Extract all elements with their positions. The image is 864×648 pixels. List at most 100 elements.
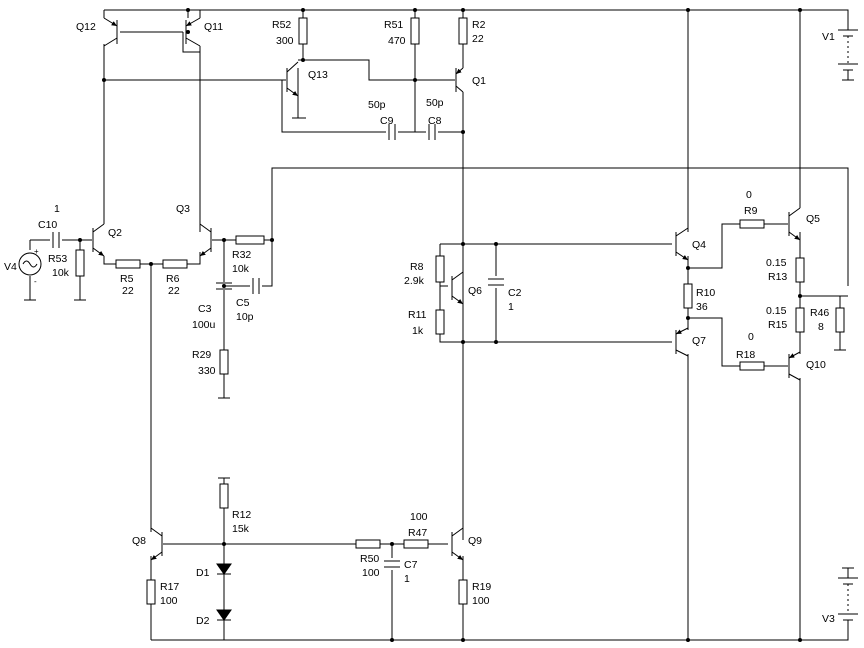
label-r47: R47 bbox=[408, 527, 427, 539]
value-r32: 10k bbox=[232, 263, 250, 275]
label-q11: Q11 bbox=[204, 21, 223, 33]
label-v3: V3 bbox=[822, 613, 835, 625]
label-r9: R9 bbox=[744, 205, 758, 217]
transistor-q1[interactable]: Q1 bbox=[455, 67, 486, 93]
transistor-q6[interactable]: Q6 bbox=[451, 271, 482, 305]
transistor-q13[interactable]: Q13 bbox=[286, 59, 328, 97]
capacitor-c10[interactable]: 1 C10 bbox=[38, 203, 60, 248]
value-r2: 22 bbox=[472, 33, 484, 45]
source-v1[interactable]: V1 bbox=[822, 29, 858, 81]
resistor-r19[interactable]: R19 100 bbox=[458, 579, 491, 607]
transistor-q12[interactable]: Q12 bbox=[76, 9, 120, 47]
value-c5: 10p bbox=[236, 311, 254, 323]
label-d1: D1 bbox=[196, 567, 210, 579]
resistor-r6[interactable]: R6 22 bbox=[162, 259, 188, 297]
resistor-r2[interactable]: R2 22 bbox=[458, 17, 486, 45]
resistor-r13[interactable]: 0.15 R13 bbox=[766, 257, 805, 283]
resistor-r15[interactable]: 0.15 R15 bbox=[766, 305, 805, 333]
label-q9: Q9 bbox=[468, 535, 482, 547]
resistor-r8[interactable]: R8 2.9k bbox=[404, 255, 445, 287]
label-q7: Q7 bbox=[692, 335, 706, 347]
capacitor-c9[interactable]: 50p C9 bbox=[368, 99, 396, 140]
value-r9: 0 bbox=[746, 189, 752, 201]
label-r12: R12 bbox=[232, 509, 251, 521]
value-r12: 15k bbox=[232, 523, 250, 535]
value-r13: 0.15 bbox=[766, 257, 787, 269]
value-r10: 36 bbox=[696, 301, 708, 313]
value-r18: 0 bbox=[748, 331, 754, 343]
value-c9: 50p bbox=[368, 99, 386, 111]
value-r17: 100 bbox=[160, 595, 178, 607]
transistor-q11[interactable]: Q11 bbox=[185, 10, 223, 52]
label-q1: Q1 bbox=[472, 75, 486, 87]
label-r50: R50 bbox=[360, 553, 379, 565]
resistor-r10[interactable]: R10 36 bbox=[683, 283, 715, 313]
capacitor-c3[interactable]: C3 100u bbox=[192, 282, 232, 331]
value-r50: 100 bbox=[362, 567, 380, 579]
resistor-r29[interactable]: R29 330 bbox=[192, 349, 229, 377]
resistor-r18[interactable]: 0 R18 bbox=[736, 331, 765, 371]
source-v3[interactable]: V3 bbox=[822, 567, 858, 625]
label-r18: R18 bbox=[736, 349, 755, 361]
label-r52: R52 bbox=[272, 19, 291, 31]
value-r51: 470 bbox=[388, 35, 406, 47]
label-r5: R5 bbox=[120, 273, 134, 285]
resistor-r50[interactable]: R50 100 bbox=[355, 539, 381, 579]
transistor-q7[interactable]: Q7 bbox=[675, 327, 706, 357]
transistor-q10[interactable]: Q10 bbox=[788, 351, 826, 381]
capacitor-c2[interactable]: C2 1 bbox=[488, 278, 522, 313]
transistor-q2[interactable]: Q2 bbox=[92, 223, 122, 257]
value-r11: 1k bbox=[412, 325, 424, 337]
resistor-r51[interactable]: R51 470 bbox=[384, 17, 420, 47]
label-q6: Q6 bbox=[468, 285, 482, 297]
capacitor-c8[interactable]: 50p C8 bbox=[426, 97, 444, 140]
label-q2: Q2 bbox=[108, 227, 122, 239]
transistor-q9[interactable]: Q9 bbox=[451, 527, 482, 561]
resistor-r11[interactable]: R11 1k bbox=[408, 309, 445, 337]
resistor-r9[interactable]: 0 R9 bbox=[739, 189, 765, 229]
value-c10: 1 bbox=[54, 203, 60, 215]
label-q12: Q12 bbox=[76, 21, 96, 33]
resistor-r5[interactable]: R5 22 bbox=[115, 259, 141, 297]
diode-d2[interactable]: D2 bbox=[196, 609, 232, 627]
label-q5: Q5 bbox=[806, 213, 820, 225]
resistor-r46[interactable]: R46 8 bbox=[810, 307, 845, 333]
label-q10: Q10 bbox=[806, 359, 826, 371]
label-r19: R19 bbox=[472, 581, 491, 593]
diode-d1[interactable]: D1 bbox=[196, 563, 232, 579]
value-r46: 8 bbox=[818, 321, 824, 333]
label-r8: R8 bbox=[410, 261, 424, 273]
label-r51: R51 bbox=[384, 19, 403, 31]
label-r10: R10 bbox=[696, 287, 715, 299]
junctions bbox=[78, 8, 802, 642]
transistor-q4[interactable]: Q4 bbox=[675, 227, 706, 261]
label-c8: C8 bbox=[428, 115, 442, 127]
transistor-q3[interactable]: Q3 bbox=[176, 203, 212, 257]
label-q4: Q4 bbox=[692, 239, 706, 251]
value-r8: 2.9k bbox=[404, 275, 425, 287]
svg-text:-: - bbox=[34, 277, 37, 286]
transistor-q5[interactable]: Q5 bbox=[788, 207, 820, 241]
capacitor-c7[interactable]: C7 1 bbox=[384, 559, 418, 585]
label-r53: R53 bbox=[48, 253, 67, 265]
label-r15: R15 bbox=[768, 319, 787, 331]
label-c7: C7 bbox=[404, 559, 418, 571]
label-r46: R46 bbox=[810, 307, 829, 319]
value-r29: 330 bbox=[198, 365, 216, 377]
resistor-r32[interactable]: R32 10k bbox=[232, 235, 265, 275]
value-c7: 1 bbox=[404, 573, 410, 585]
resistor-r12[interactable]: R12 15k bbox=[219, 483, 251, 535]
value-r47: 100 bbox=[410, 511, 428, 523]
label-c3: C3 bbox=[198, 303, 212, 315]
value-r52: 300 bbox=[276, 35, 294, 47]
capacitor-c5[interactable]: C5 10p bbox=[236, 278, 260, 323]
value-r15: 0.15 bbox=[766, 305, 787, 317]
transistor-q8[interactable]: Q8 bbox=[132, 527, 163, 561]
resistor-r47[interactable]: 100 R47 bbox=[403, 511, 429, 549]
source-v4[interactable]: + - V4 bbox=[4, 247, 42, 286]
resistor-r53[interactable]: R53 10k bbox=[48, 249, 85, 279]
resistor-r17[interactable]: R17 100 bbox=[146, 579, 179, 607]
resistor-r52[interactable]: R52 300 bbox=[272, 17, 308, 47]
label-v4: V4 bbox=[4, 261, 17, 273]
